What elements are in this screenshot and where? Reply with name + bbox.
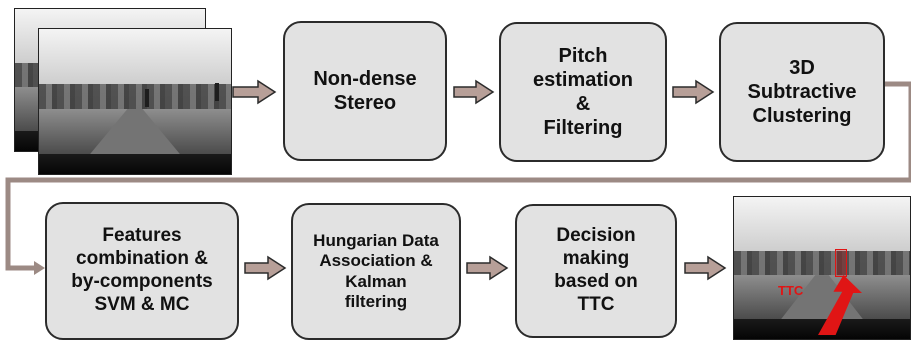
arrow-pitch-to-clustering (672, 79, 715, 105)
pedestrian-figure (215, 83, 219, 101)
pedestrian-highlight (835, 249, 847, 277)
row-connector-arrowhead (34, 261, 45, 275)
pedestrian-figure (145, 89, 149, 107)
arrow-input-to-stereo (232, 79, 277, 105)
decision-making-box: Decision making based on TTC (515, 204, 677, 338)
subtractive-clustering-box: 3D Subtractive Clustering (719, 22, 885, 162)
input-image-right (38, 28, 232, 175)
ttc-label: TTC (778, 283, 804, 298)
row-connector-line (5, 81, 911, 271)
arrow-features-to-hungarian (244, 255, 287, 281)
arrow-decision-to-output (684, 255, 727, 281)
hungarian-data-association-box: Hungarian Data Association & Kalman filt… (291, 203, 461, 340)
features-combination-box: Features combination & by-components SVM… (45, 202, 239, 340)
non-dense-stereo-box: Non-dense Stereo (283, 21, 447, 161)
arrow-hungarian-to-decision (466, 255, 509, 281)
pitch-estimation-box: Pitch estimation & Filtering (499, 22, 667, 162)
output-image: TTC (733, 196, 911, 340)
arrow-stereo-to-pitch (453, 79, 495, 105)
